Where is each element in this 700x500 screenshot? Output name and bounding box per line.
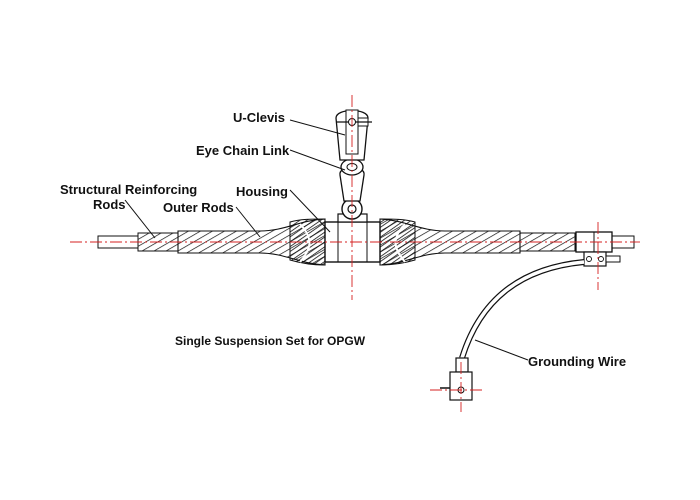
housing (324, 198, 381, 263)
leader-lines (124, 119, 529, 361)
center-lines (70, 95, 640, 412)
label-structural-reinforcing: Structural Reinforcing (60, 182, 198, 197)
label-outer-rods: Outer Rods (163, 200, 234, 215)
label-u-clevis: U-Clevis (233, 110, 286, 125)
label-housing: Housing (236, 184, 288, 199)
u-clevis (335, 109, 372, 161)
grounding-wire (440, 259, 585, 401)
label-structural-rods: Rods (93, 197, 126, 212)
label-eye-chain-link: Eye Chain Link (196, 143, 290, 158)
diagram-caption: Single Suspension Set for OPGW (175, 334, 366, 348)
label-grounding-wire: Grounding Wire (528, 354, 627, 369)
